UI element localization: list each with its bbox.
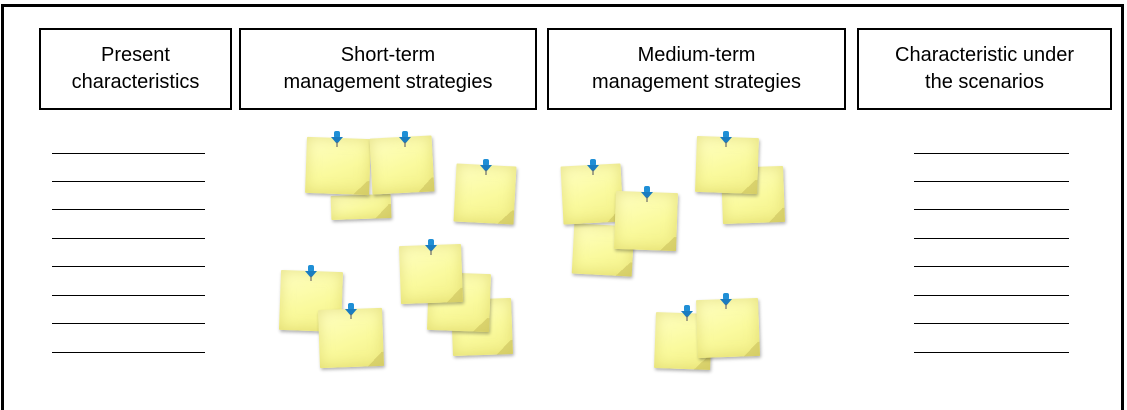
pushpin-icon [345, 303, 357, 319]
blank-line [914, 266, 1069, 267]
blank-line [914, 323, 1069, 324]
pushpin-icon [425, 239, 437, 255]
pushpin-icon [681, 305, 693, 321]
blank-line [52, 181, 205, 182]
sticky-note-icon [330, 193, 392, 221]
blank-line [914, 209, 1069, 210]
pushpin-icon [399, 131, 411, 147]
pushpin-icon [720, 293, 732, 309]
blank-line [52, 295, 205, 296]
pushpin-icon [480, 159, 492, 175]
header-line: Medium-term [637, 44, 756, 66]
blank-line [52, 352, 205, 353]
header-line: the scenarios [925, 71, 1044, 93]
header-line: Present [101, 44, 170, 66]
blank-line [52, 153, 205, 154]
diagram-frame: Present characteristics Short-term manag… [1, 4, 1124, 410]
header-line: Short-term [340, 44, 436, 66]
blank-line [52, 238, 205, 239]
pushpin-icon [587, 159, 599, 175]
blank-line [52, 209, 205, 210]
pushpin-icon [720, 131, 732, 147]
header-line: management strategies [283, 71, 493, 93]
header-line: characteristics [71, 71, 200, 93]
header-short-term-strategies: Short-term management strategies [239, 28, 537, 110]
header-line: management strategies [591, 71, 801, 93]
blank-line [52, 323, 205, 324]
blank-line [914, 238, 1069, 239]
blank-line [914, 352, 1069, 353]
pushpin-icon [331, 131, 343, 147]
pushpin-icon [641, 186, 653, 202]
pushpin-icon [305, 265, 317, 281]
header-medium-term-strategies: Medium-term management strategies [547, 28, 846, 110]
blank-line [914, 295, 1069, 296]
blank-line [914, 153, 1069, 154]
blank-line [52, 266, 205, 267]
blank-line [914, 181, 1069, 182]
header-line: Characteristic under [895, 44, 1074, 66]
header-present-characteristics: Present characteristics [39, 28, 232, 110]
header-scenario-characteristics: Characteristic under the scenarios [857, 28, 1112, 110]
